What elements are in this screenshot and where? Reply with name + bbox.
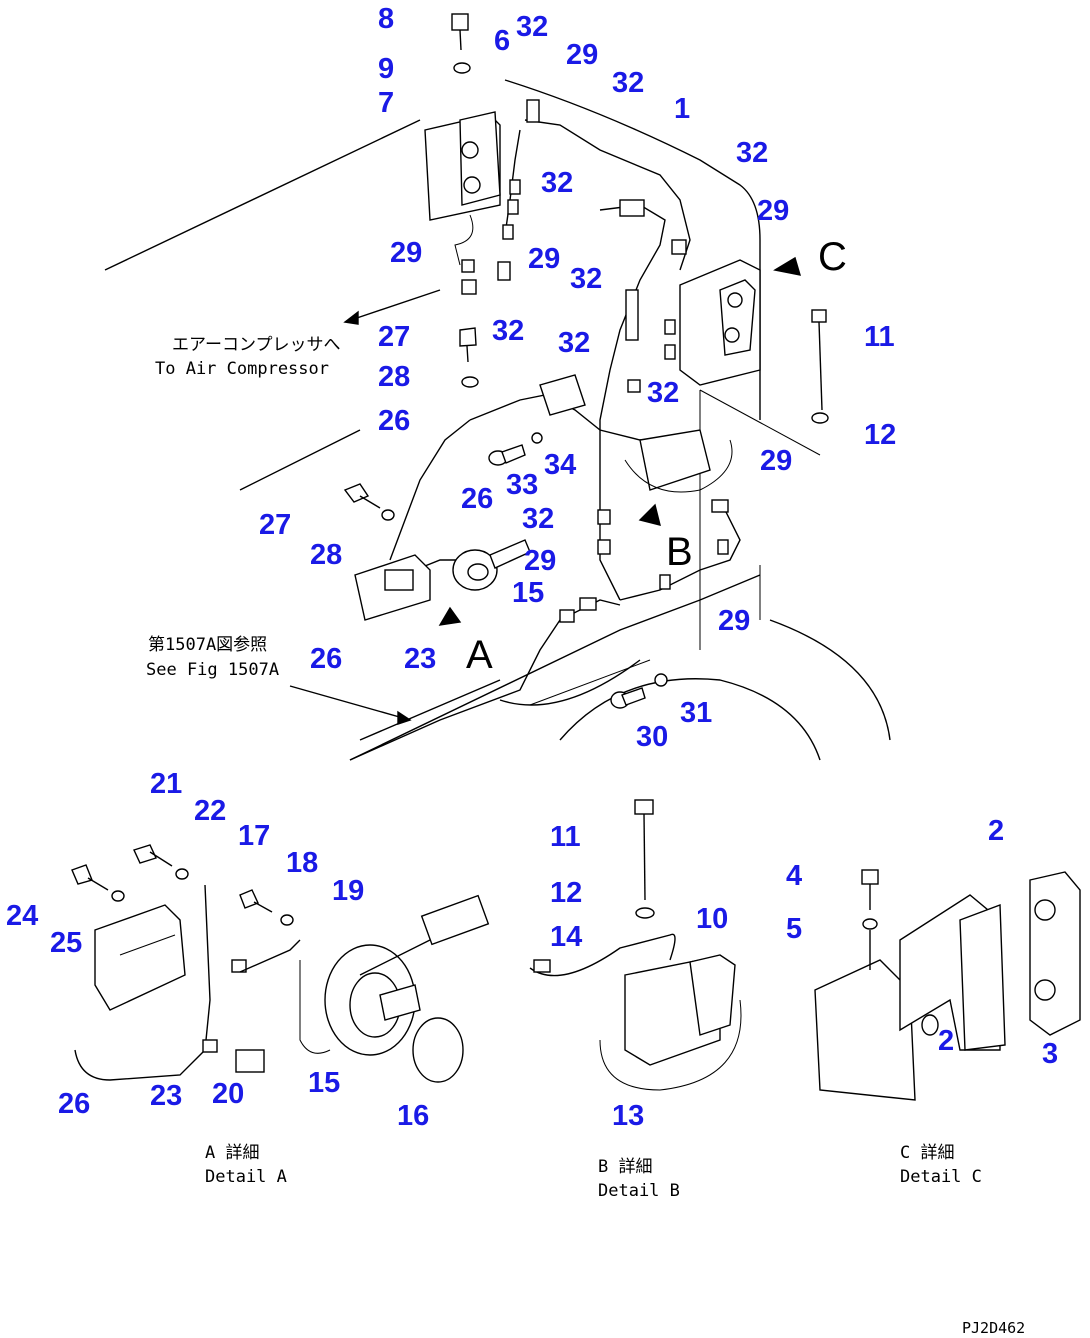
callout-29: 29 [528,243,560,275]
callout-25: 25 [50,927,82,959]
callout-12: 12 [864,419,896,451]
detail-c-title-jp: C 詳細 [900,1143,954,1163]
callout-26: 26 [310,643,342,675]
relay-bracket-mid [539,374,586,416]
bolt-33 [488,432,543,466]
view-arrows [289,256,801,725]
callout-18: 18 [286,847,318,879]
callout-31: 31 [680,697,712,729]
callout-23: 23 [150,1080,182,1112]
callout-34: 34 [544,449,576,481]
callout-20: 20 [212,1078,244,1110]
detail-a-title-en: Detail A [205,1167,287,1187]
bolt-27-main [459,327,479,388]
relay-box-top [424,111,501,266]
callout-27: 27 [378,321,410,353]
callout-14: 14 [550,921,582,953]
callout-19: 19 [332,875,364,907]
callout-32: 32 [522,503,554,535]
callout-2: 2 [988,815,1004,847]
horn-relay-main [624,429,733,493]
callout-26: 26 [378,405,410,437]
detail-a-title-jp: A 詳細 [205,1143,259,1163]
note-air-compressor-jp: エアーコンプレッサへ [172,335,340,355]
cab-outline [104,79,891,761]
callout-4: 4 [786,860,802,892]
detail-b-title-en: Detail B [598,1181,680,1201]
horn-15-main [452,539,531,591]
note-see-fig-jp: 第1507A図参照 [148,635,267,655]
callout-29: 29 [760,445,792,477]
callout-3: 3 [1042,1038,1058,1070]
callout-12: 12 [550,877,582,909]
callout-32: 32 [612,67,644,99]
view-letter-a: A [466,633,493,677]
detail-b [529,799,742,1091]
callout-7: 7 [378,87,394,119]
bolt-27-lower [343,483,395,521]
callout-15: 15 [308,1067,340,1099]
callout-29: 29 [757,195,789,227]
callout-32: 32 [647,377,679,409]
callout-5: 5 [786,913,802,945]
callout-32: 32 [492,315,524,347]
bolt-8 [451,13,471,74]
main-harness [349,99,741,761]
callout-32: 32 [570,263,602,295]
callout-22: 22 [194,795,226,827]
callout-8: 8 [378,3,394,35]
callout-29: 29 [390,237,422,269]
side-lamp [679,259,761,386]
view-letter-b: B [666,530,693,574]
bolt-30 [610,673,668,709]
callout-23: 23 [404,643,436,675]
callout-21: 21 [150,768,182,800]
callout-32: 32 [736,137,768,169]
callout-27: 27 [259,509,291,541]
callout-29: 29 [566,39,598,71]
drawing-code: PJ2D462 [962,1319,1025,1337]
callout-26: 26 [461,483,493,515]
callout-16: 16 [397,1100,429,1132]
detail-a [71,844,490,1083]
callout-24: 24 [6,900,38,932]
callout-29: 29 [718,605,750,637]
callout-2: 2 [938,1025,954,1057]
callout-32: 32 [516,11,548,43]
callout-32: 32 [541,167,573,199]
callout-15: 15 [512,577,544,609]
callout-11: 11 [550,821,581,853]
callout-32: 32 [558,327,590,359]
callout-26: 26 [58,1088,90,1120]
detail-b-title-jp: B 詳細 [598,1157,652,1177]
callout-6: 6 [494,25,510,57]
bolt-11-main [811,309,829,424]
callout-1: 1 [674,93,690,125]
callout-11: 11 [864,321,895,353]
note-see-fig-en: See Fig 1507A [146,660,279,680]
detail-c-title-en: Detail C [900,1167,982,1187]
callout-33: 33 [506,469,538,501]
callout-30: 30 [636,721,668,753]
callout-28: 28 [378,361,410,393]
callout-9: 9 [378,53,394,85]
bracket-23-main [354,554,431,621]
callout-29: 29 [524,545,556,577]
note-air-compressor-en: To Air Compressor [155,359,329,379]
callout-10: 10 [696,903,728,935]
callout-13: 13 [612,1100,644,1132]
detail-c [814,869,1081,1101]
view-letter-c: C [818,235,847,279]
callout-17: 17 [238,820,270,852]
callout-28: 28 [310,539,342,571]
